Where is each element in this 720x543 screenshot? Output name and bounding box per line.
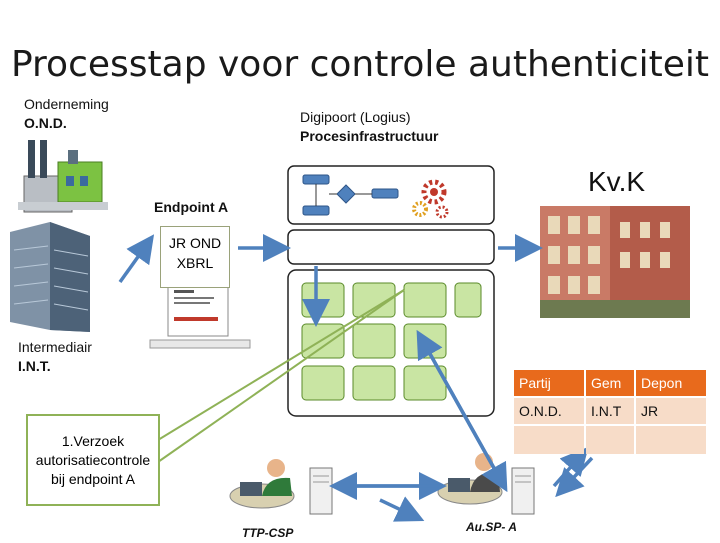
table-cell: [514, 426, 584, 454]
digipoort-line2: Procesinfrastructuur: [300, 128, 439, 144]
table-cell: O.N.D.: [514, 398, 584, 424]
org-line2: O.N.D.: [24, 115, 67, 131]
jr-ond-box: JR OND XBRL: [160, 226, 230, 288]
table-row: [514, 426, 706, 454]
office-building-icon: [10, 222, 90, 332]
table-row: O.N.D. I.N.T JR: [514, 398, 706, 424]
authorization-callout: 1.Verzoek autorisatiecontrole bij endpoi…: [26, 414, 160, 506]
callout-line1: 1.Verzoek: [61, 433, 125, 449]
jr-line1: JR OND: [168, 235, 222, 251]
table-cell: JR: [636, 398, 706, 424]
jr-line2: XBRL: [176, 255, 214, 271]
arrow-table-to-ausp: [555, 456, 594, 498]
callout-line2: autorisatiecontrole: [35, 452, 151, 468]
process-flow-icon: [302, 174, 399, 216]
intermediair-label: Intermediair I.N.T.: [18, 338, 92, 376]
ttp-person-icon: [229, 459, 295, 509]
org-label: Onderneming O.N.D.: [24, 95, 109, 133]
callout-pointer: [157, 289, 405, 441]
table-header-cell: Depon: [636, 370, 706, 396]
endpoint-bar: [287, 229, 495, 265]
intermediair-line1: Intermediair: [18, 339, 92, 355]
endpoint-label: Endpoint A: [154, 199, 229, 215]
table-cell: [636, 426, 706, 454]
ttp-label: TTP-CSP: [242, 526, 294, 540]
digipoort-label: Digipoort (Logius) Procesinfrastructuur: [300, 108, 438, 146]
party-table: Partij Gem Depon O.N.D. I.N.T JR: [512, 368, 708, 456]
arrow-ausp-to-grid: [416, 329, 506, 487]
callout-line3: bij endpoint A: [50, 471, 136, 487]
table-header-cell: Partij: [514, 370, 584, 396]
table-header-cell: Gem: [586, 370, 634, 396]
certificate-document-icon: [149, 283, 251, 349]
table-cell: I.N.T: [586, 398, 634, 424]
arrow-ttp-lower: [379, 496, 425, 522]
gear-icon: [412, 179, 449, 219]
intermediair-line2: I.N.T.: [18, 358, 51, 374]
page-title: Processtap voor controle authenticiteit: [10, 44, 710, 85]
ttp-server-icon: [309, 467, 333, 515]
ausp-server-icon: [511, 467, 535, 515]
arrow-int-to-jr: [118, 234, 155, 284]
factory-icon: [18, 140, 108, 213]
table-cell: [586, 426, 634, 454]
table-header-row: Partij Gem Depon: [514, 370, 706, 396]
ausp-label: Au.SP- A: [466, 520, 517, 534]
ausp-person-icon: [437, 453, 503, 505]
digipoort-line1: Digipoort (Logius): [300, 109, 411, 125]
kvk-building-icon: [540, 206, 690, 318]
org-line1: Onderneming: [24, 96, 109, 112]
kvk-label: Kv.K: [588, 166, 646, 197]
callout-pointer-2: [157, 289, 405, 463]
